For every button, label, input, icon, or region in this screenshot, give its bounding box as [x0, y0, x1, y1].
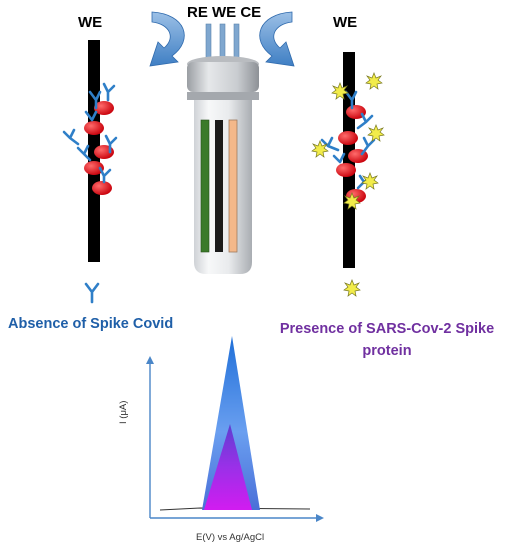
- target-proteins-left: [84, 101, 114, 195]
- voltammogram-plot: [146, 336, 324, 522]
- x-axis-label: E(V) vs Ag/AgCl: [196, 532, 265, 543]
- absence-caption: Absence of Spike Covid: [8, 316, 174, 332]
- curved-arrow-left-icon: [149, 11, 185, 67]
- test-tube-icon: [187, 23, 259, 274]
- antibody-y-icon: [62, 82, 118, 184]
- we-left-label: WE: [78, 14, 103, 31]
- spike-protein-icon: [343, 279, 361, 297]
- presence-caption: Presence of SARS-Cov-2 Spike protein: [279, 321, 495, 359]
- y-axis-label: I (μA): [118, 400, 129, 424]
- curved-arrow-right-icon: [259, 11, 295, 67]
- peak-inner: [204, 424, 252, 510]
- electrodes-label: RE WE CE: [187, 4, 262, 21]
- we-right-label: WE: [333, 14, 358, 31]
- peak-outer: [202, 336, 260, 510]
- spike-protein-icon: [311, 72, 385, 210]
- antibody-y-icon: [84, 282, 100, 304]
